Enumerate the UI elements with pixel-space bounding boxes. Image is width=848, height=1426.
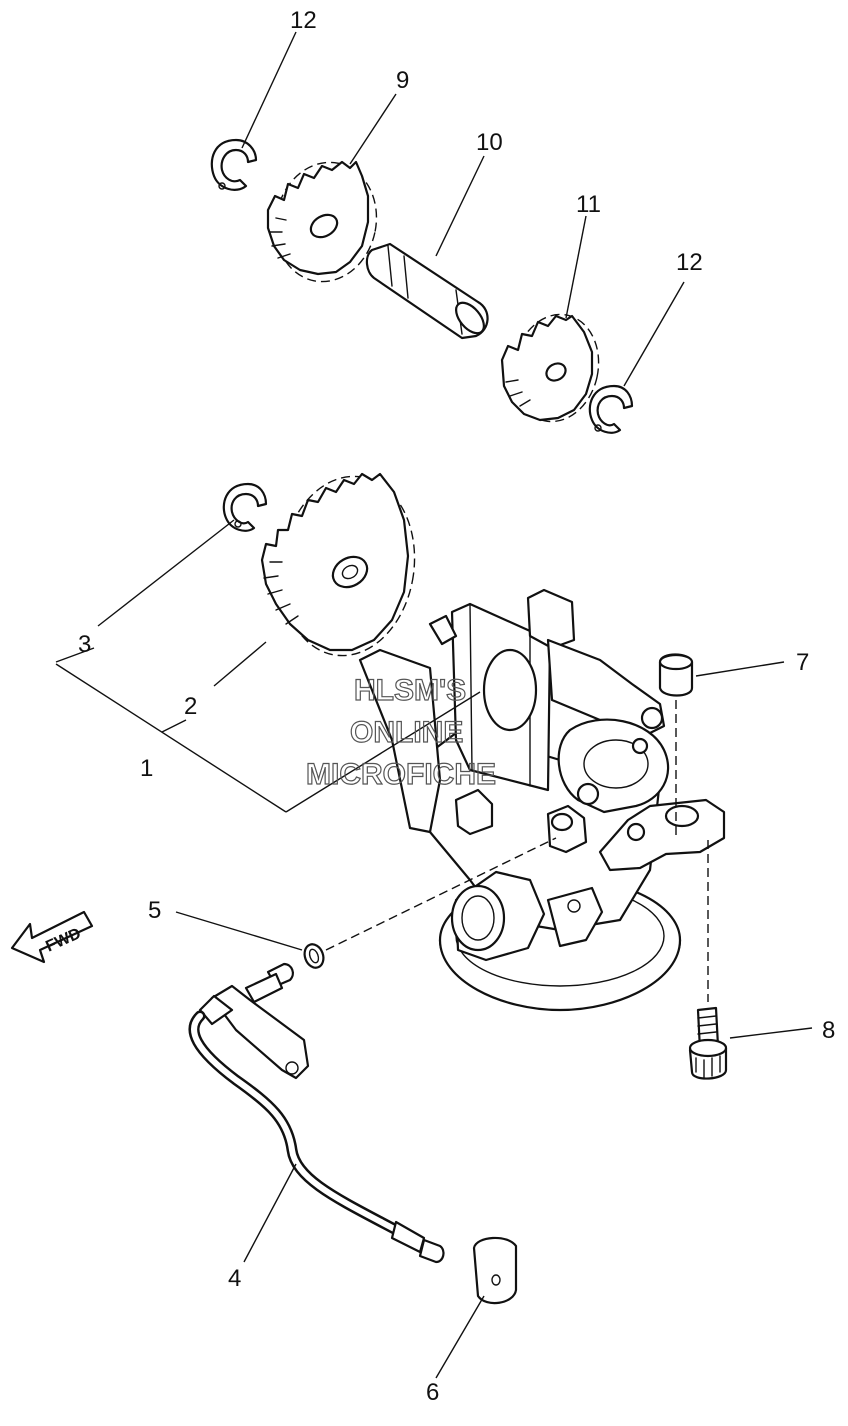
driven-gear-2 (260, 472, 416, 657)
callout-7: 7 (796, 649, 809, 676)
rubber-block-6 (472, 1236, 518, 1305)
watermark-line-2: ONLINE (350, 716, 463, 749)
shaft-10 (365, 242, 489, 340)
gear-9 (266, 160, 378, 283)
callout-9: 9 (396, 67, 409, 94)
circlip-12-lower (588, 384, 634, 434)
callout-5: 5 (148, 897, 161, 924)
callout-12-right: 12 (676, 249, 703, 276)
fwd-arrow-icon: FWD (10, 910, 94, 964)
callout-2: 2 (184, 693, 197, 720)
callout-4: 4 (228, 1265, 241, 1292)
callout-6: 6 (426, 1379, 439, 1406)
watermark: HLSM'S ONLINE MICROFICHE (305, 673, 496, 791)
callout-10: 10 (476, 129, 503, 156)
collar-7 (658, 653, 694, 697)
callout-8: 8 (822, 1017, 835, 1044)
o-ring-5 (303, 943, 325, 969)
callout-labels: 1 2 3 4 5 6 7 8 9 10 11 12 12 (78, 7, 835, 1406)
callout-11: 11 (576, 191, 601, 218)
circlip-3 (222, 482, 268, 532)
watermark-line-3: MICROFICHE (306, 758, 496, 791)
circlip-12-upper (210, 138, 258, 191)
callout-3: 3 (78, 631, 91, 658)
watermark-line-1: HLSM'S (354, 674, 466, 707)
callout-1: 1 (140, 755, 153, 782)
oil-pipe-4 (188, 962, 445, 1264)
callout-12-top: 12 (290, 7, 317, 34)
bolt-8 (688, 1006, 728, 1080)
leader-lines (55, 31, 813, 1379)
oil-pump-assembly (358, 588, 726, 1012)
